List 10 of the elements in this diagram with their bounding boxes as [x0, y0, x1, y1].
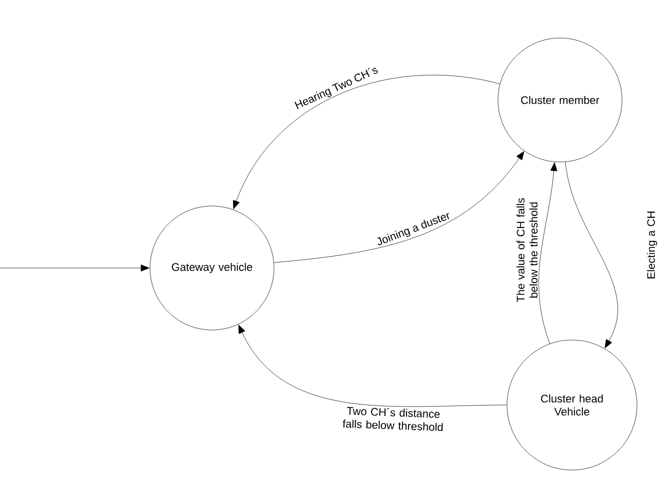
arrow: [538, 162, 558, 344]
arrow: [274, 151, 524, 263]
arrow: [233, 75, 500, 210]
arrow: [0, 264, 150, 272]
edge-label: Two CH´s distance falls below threshold: [342, 407, 443, 432]
arrow: [238, 324, 507, 407]
arrow: [565, 162, 618, 348]
edge-label: Electing a CH: [646, 184, 658, 306]
edge-label: Joining a duster: [378, 212, 450, 246]
edge-label: The value of CH falls below the threshold: [515, 174, 539, 326]
